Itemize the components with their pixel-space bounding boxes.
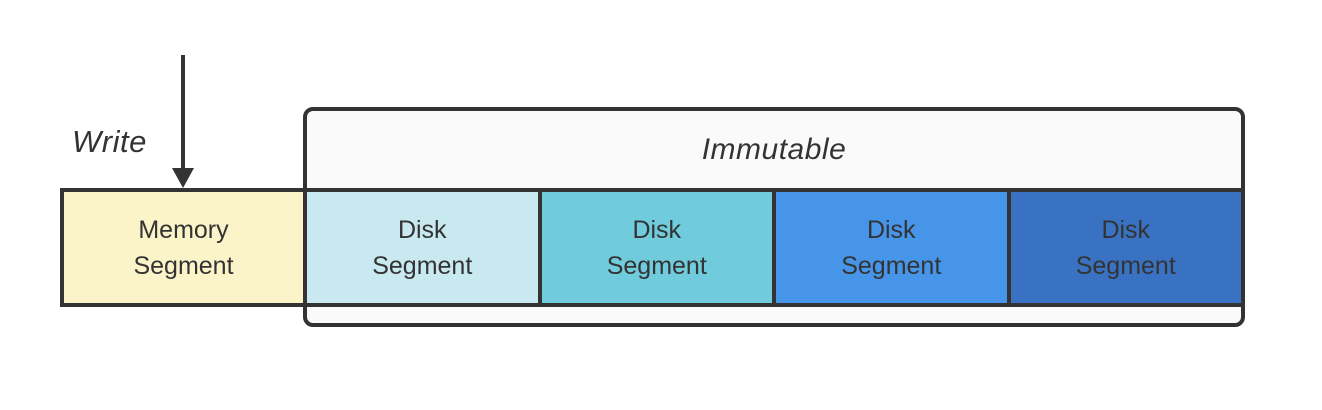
memory-segment: Memory Segment <box>60 188 307 307</box>
disk-segment-2: Disk Segment <box>537 188 776 307</box>
write-label: Write <box>72 124 147 159</box>
disk-segment-3: Disk Segment <box>772 188 1011 307</box>
memory-segment-label: Memory Segment <box>133 215 234 280</box>
disk-segment-1: Disk Segment <box>303 188 542 307</box>
write-arrow-head-icon <box>172 168 194 188</box>
disk-segment-4-label: Disk Segment <box>1075 215 1176 280</box>
disk-segment-4: Disk Segment <box>1006 188 1245 307</box>
disk-segment-3-label: Disk Segment <box>841 215 942 280</box>
write-arrow-line <box>181 55 185 170</box>
disk-segment-2-label: Disk Segment <box>606 215 707 280</box>
immutable-label: Immutable <box>701 132 847 166</box>
disk-segment-1-label: Disk Segment <box>372 215 473 280</box>
segments-row: Memory Segment Disk Segment Disk Segment… <box>60 188 1245 307</box>
